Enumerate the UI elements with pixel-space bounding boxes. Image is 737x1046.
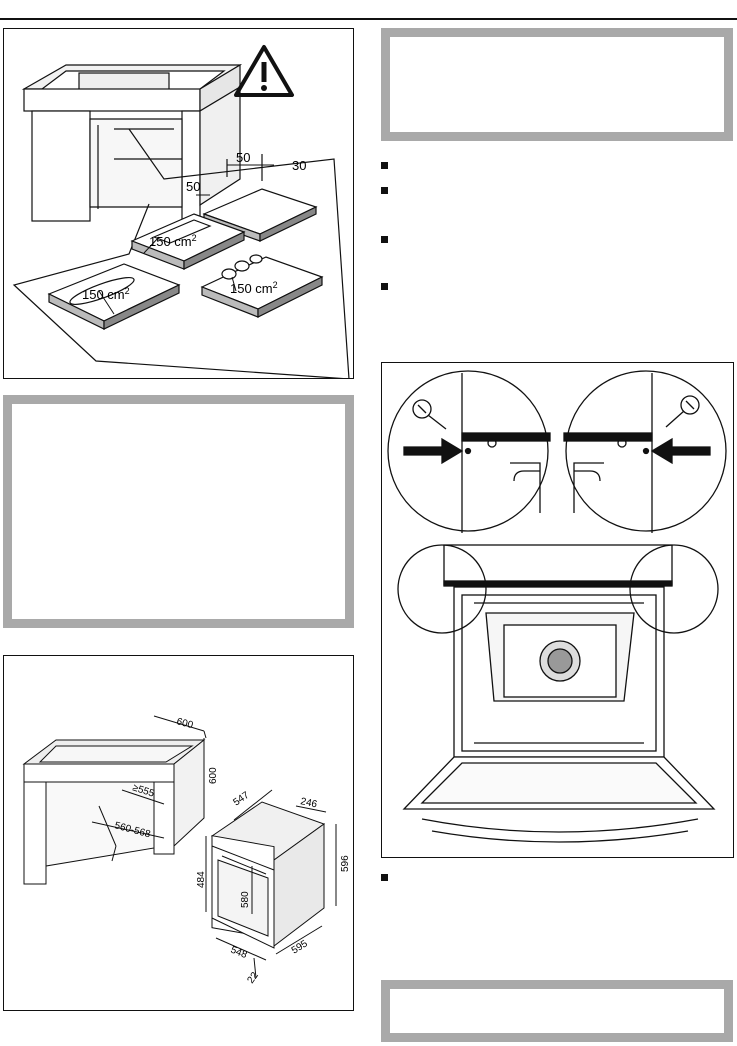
- vent-dim-50-left: 50: [186, 179, 200, 194]
- note-box-top: [381, 28, 733, 141]
- screw-icon-right: [665, 395, 700, 428]
- dim-600-width: 600: [175, 716, 194, 731]
- list-bullet: [381, 162, 388, 169]
- oven-screws-diagram: [387, 370, 727, 843]
- oven-screws-figure: [381, 362, 734, 858]
- list-bullet: [381, 187, 388, 194]
- screw-icon-left: [412, 399, 447, 430]
- arrow-right-icon: [403, 437, 464, 465]
- vent-area-mid: 150 cm2: [149, 233, 197, 249]
- dim-246: 246: [299, 796, 318, 810]
- dimensions-diagram: 600 600 ≥555 560-568 547 246 596 484 580…: [22, 715, 351, 986]
- dim-484: 484: [196, 871, 207, 888]
- top-rule: [0, 18, 737, 20]
- note-box-middle: [3, 395, 354, 628]
- list-bullet: [381, 283, 388, 290]
- cabinet-body: [23, 88, 201, 112]
- vent-area-left: 150 cm2: [82, 286, 130, 302]
- ventilation-diagram: 50 30 50 150 cm2 150 cm2 150 cm2: [12, 45, 350, 380]
- vent-area-right: 150 cm2: [230, 280, 278, 296]
- list-bullet: [381, 236, 388, 243]
- callout-outline: [12, 128, 350, 380]
- warning-icon: [234, 45, 294, 97]
- dim-595: 595: [290, 938, 310, 956]
- list-bullet: [381, 874, 388, 881]
- note-box-bottom: [381, 980, 733, 1042]
- arrow-left-icon: [650, 437, 711, 465]
- dimensions-figure: 600 600 ≥555 560-568 547 246 596 484 580…: [3, 655, 354, 1011]
- dim-22: 22: [245, 970, 261, 986]
- vent-dim-50-top: 50: [236, 150, 250, 165]
- ventilation-figure: 50 30 50 150 cm2 150 cm2 150 cm2: [3, 28, 354, 380]
- dim-580: 580: [240, 891, 251, 908]
- dim-600-height: 600: [208, 767, 219, 784]
- vent-dim-30: 30: [292, 158, 306, 173]
- dim-596: 596: [340, 855, 351, 872]
- dim-547: 547: [231, 790, 251, 809]
- dim-548: 548: [229, 945, 249, 962]
